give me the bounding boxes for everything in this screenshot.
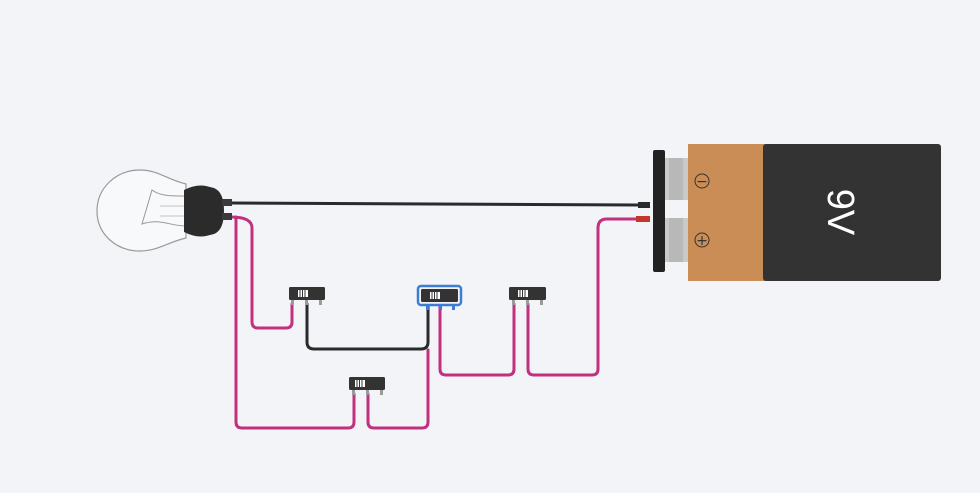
bulb-glass bbox=[96, 169, 187, 252]
slide-switch-3[interactable] bbox=[509, 287, 546, 305]
wire-bulb-to-switch-4[interactable] bbox=[234, 215, 356, 430]
wire-bulb-to-battery-negative[interactable] bbox=[229, 201, 650, 207]
wires bbox=[229, 201, 650, 430]
battery-negative-lead[interactable] bbox=[638, 202, 650, 208]
slide-switch-icon bbox=[509, 287, 546, 305]
wire-switch-4-to-switch-2[interactable] bbox=[366, 348, 430, 430]
bulb-terminal-top[interactable] bbox=[222, 199, 232, 206]
slide-switch-icon bbox=[349, 377, 385, 395]
battery-body bbox=[763, 144, 941, 281]
slide-switch-icon bbox=[289, 287, 325, 305]
wire-switch-2-to-switch-3[interactable] bbox=[438, 302, 516, 377]
slide-switch-2-selected[interactable] bbox=[416, 284, 463, 310]
wire-switch-1-to-switch-2[interactable] bbox=[305, 302, 430, 351]
wire-switch-3-to-battery-positive[interactable] bbox=[526, 217, 639, 377]
light-bulb-icon bbox=[96, 169, 232, 252]
battery-9v[interactable]: − + 9V bbox=[636, 144, 941, 281]
battery-9v-icon: − + 9V bbox=[653, 144, 941, 281]
battery-positive-sign: + bbox=[696, 233, 708, 249]
bulb-filament bbox=[141, 189, 187, 227]
bulb-socket bbox=[184, 185, 224, 237]
light-bulb[interactable] bbox=[96, 169, 232, 252]
battery-voltage-label: 9V bbox=[819, 189, 861, 236]
wire-bulb-to-switch-1[interactable] bbox=[229, 215, 294, 330]
battery-copper-band bbox=[688, 144, 768, 281]
bulb-terminal-bottom[interactable] bbox=[222, 213, 232, 220]
battery-terminal-plate bbox=[653, 150, 665, 272]
battery-positive-lead[interactable] bbox=[636, 216, 650, 222]
battery-negative-sign: − bbox=[696, 174, 708, 190]
slide-switch-icon bbox=[421, 289, 458, 310]
slide-switch-1[interactable] bbox=[289, 287, 325, 305]
slide-switch-4[interactable] bbox=[349, 377, 385, 395]
